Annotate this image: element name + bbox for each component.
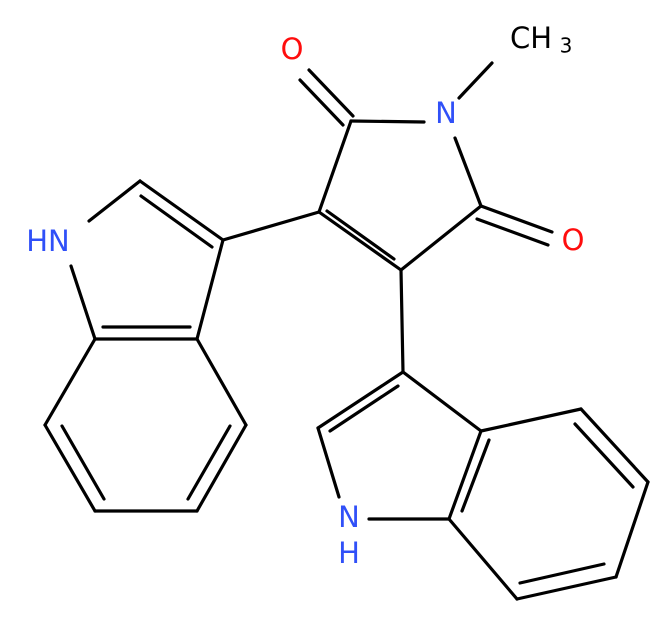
atom-labels: O O N CH 3 HN N H bbox=[26, 21, 584, 570]
atom-left-indole-nh: HN bbox=[26, 224, 70, 258]
bond-left-c3-c2-double-b bbox=[139, 194, 214, 249]
bond-c4-c3-double-b bbox=[325, 209, 396, 261]
bond-bottom-c5-c6 bbox=[614, 480, 650, 579]
bond-bottom-c4-c5 bbox=[579, 407, 650, 484]
bond-c5-c4 bbox=[399, 204, 483, 272]
bond-left-c2-n bbox=[87, 179, 142, 223]
bond-bottom-c3a-c3 bbox=[401, 370, 483, 433]
bond-bottom-c3-c2-double-b bbox=[328, 384, 400, 433]
bond-bottom-c7a-c3a-double-b bbox=[460, 438, 491, 513]
methyl-subscript: 3 bbox=[560, 34, 573, 58]
bond-c4-bottom-indole bbox=[399, 268, 405, 374]
bond-left-c4-c5 bbox=[195, 423, 248, 513]
methyl-group-label: CH bbox=[510, 21, 552, 55]
bond-n1-c5 bbox=[453, 136, 483, 208]
bond-bottom-c7a-c3a-double-a bbox=[447, 429, 483, 521]
bond-bottom-c3a-c4 bbox=[479, 407, 583, 433]
bond-c2-n1 bbox=[349, 119, 426, 124]
atom-oxygen-top: O bbox=[281, 32, 304, 66]
bond-bottom-c6-c7 bbox=[515, 575, 618, 601]
bond-left-c7-c7a bbox=[43, 337, 97, 427]
bond-c4-c3-double-a bbox=[317, 210, 403, 272]
bond-left-c6-c7-inner bbox=[60, 424, 106, 501]
bond-left-c3a-c4 bbox=[195, 337, 248, 427]
bond-left-c6-c7 bbox=[43, 423, 97, 513]
bond-c2-o-double-b bbox=[298, 78, 345, 127]
bond-bottom-c6-c7-inner bbox=[518, 562, 606, 585]
bond-c2-o-double-a bbox=[307, 68, 355, 118]
bond-left-c3-c2-double-a bbox=[138, 179, 225, 242]
atom-bottom-indole-n: N bbox=[338, 500, 360, 534]
bond-c5-o-double-b bbox=[475, 217, 550, 247]
bond-c3-left-indole bbox=[221, 210, 321, 242]
bond-left-c4-c5-inner bbox=[186, 424, 232, 501]
bond-bottom-c3-c2-double-a bbox=[316, 370, 405, 430]
bond-bottom-c4-c5-inner bbox=[573, 422, 635, 489]
bond-left-n-c7a bbox=[69, 264, 97, 341]
bond-bottom-c7-c7a bbox=[447, 517, 519, 601]
atom-imide-nitrogen: N bbox=[435, 96, 457, 130]
bond-c3-c2 bbox=[317, 119, 353, 214]
atom-bottom-indole-h: H bbox=[338, 536, 360, 570]
bonds bbox=[43, 61, 650, 601]
atom-oxygen-right: O bbox=[562, 223, 585, 257]
bond-bottom-c2-n bbox=[316, 426, 341, 499]
bond-left-c3a-c3 bbox=[195, 238, 225, 341]
bond-n1-methyl bbox=[457, 61, 494, 100]
bond-c5-o-double-a bbox=[479, 204, 554, 234]
